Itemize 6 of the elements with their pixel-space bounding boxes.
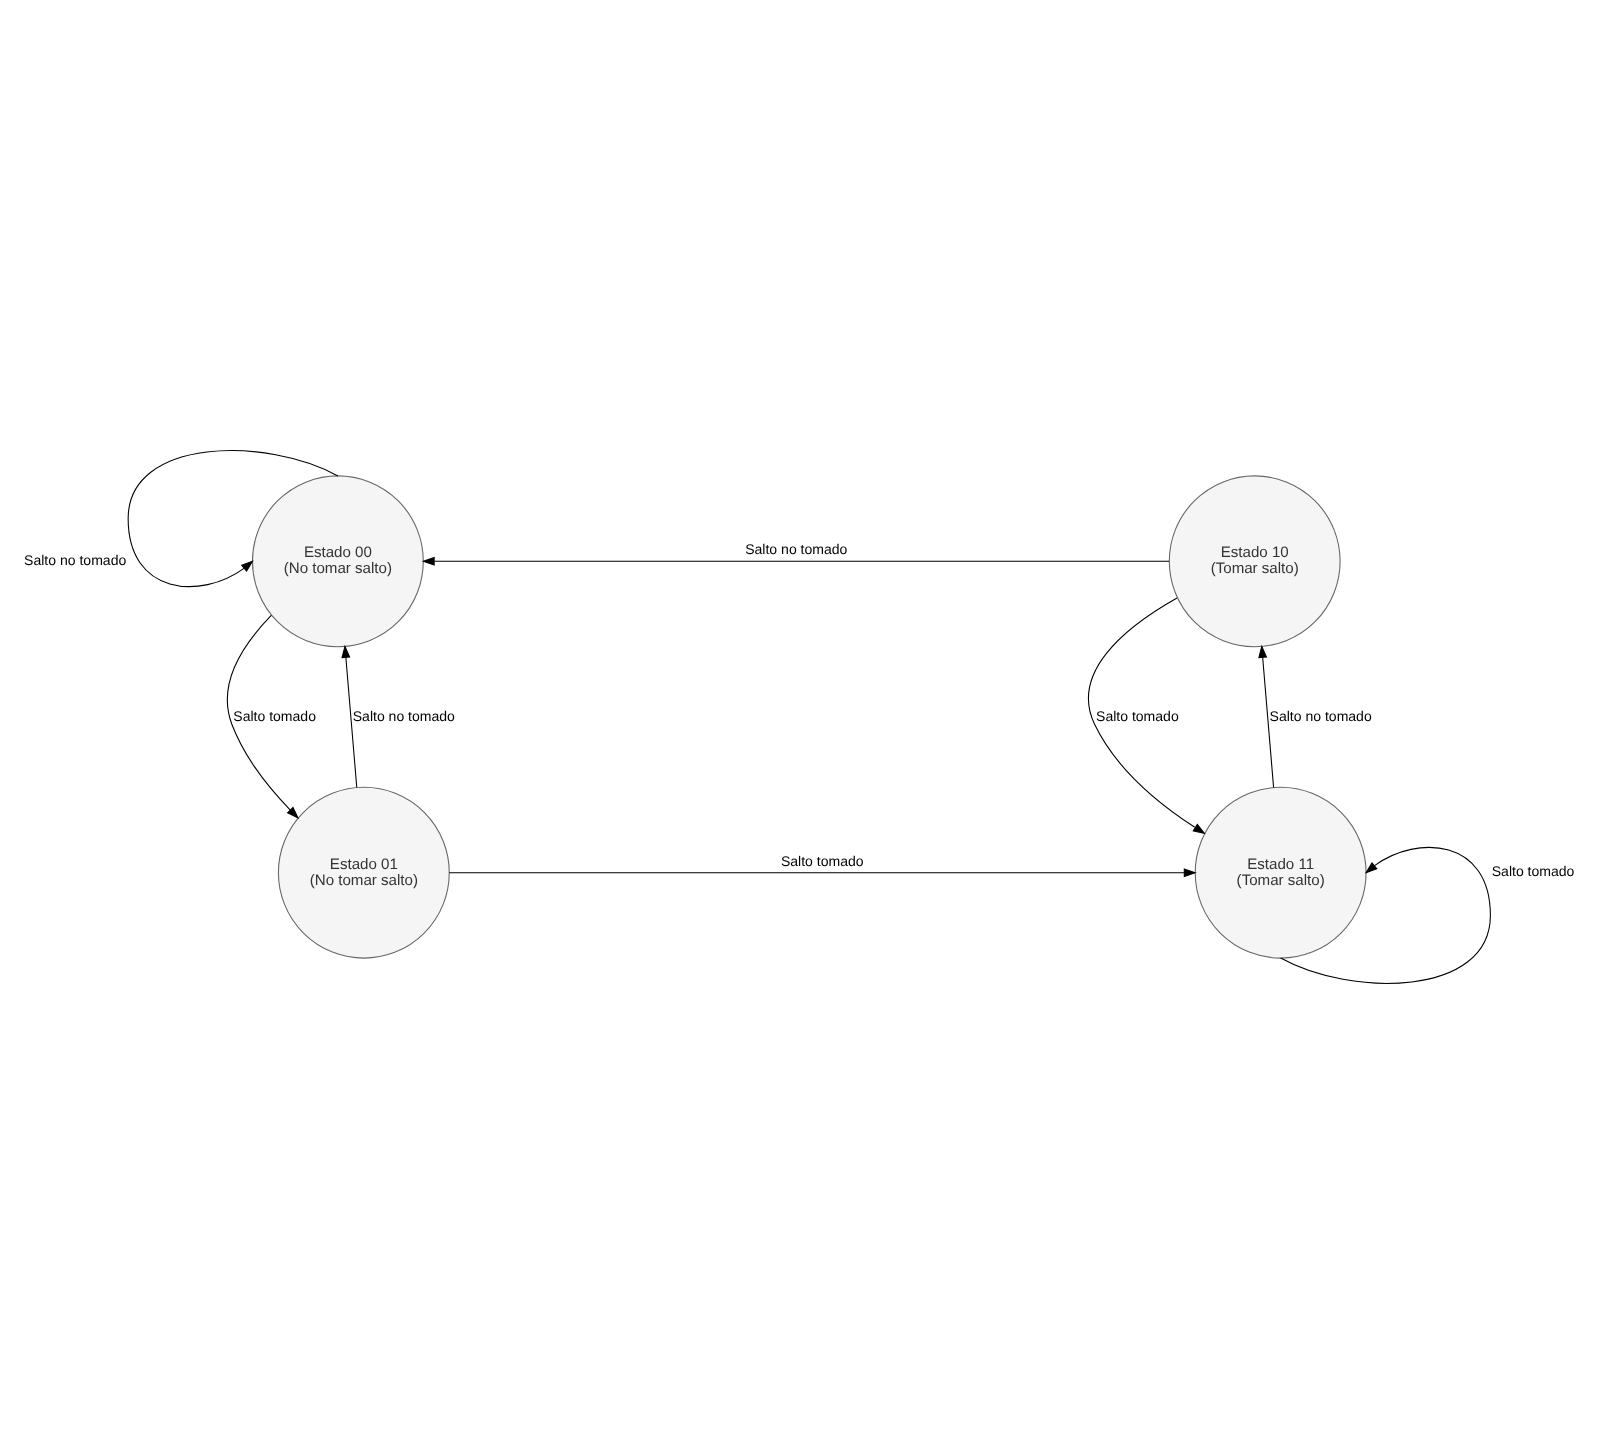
arrow bbox=[227, 613, 300, 818]
arrow bbox=[448, 867, 1197, 877]
arrow bbox=[1087, 596, 1206, 834]
arrow bbox=[341, 643, 358, 788]
arrow bbox=[1258, 643, 1275, 788]
arrow bbox=[421, 555, 1170, 565]
